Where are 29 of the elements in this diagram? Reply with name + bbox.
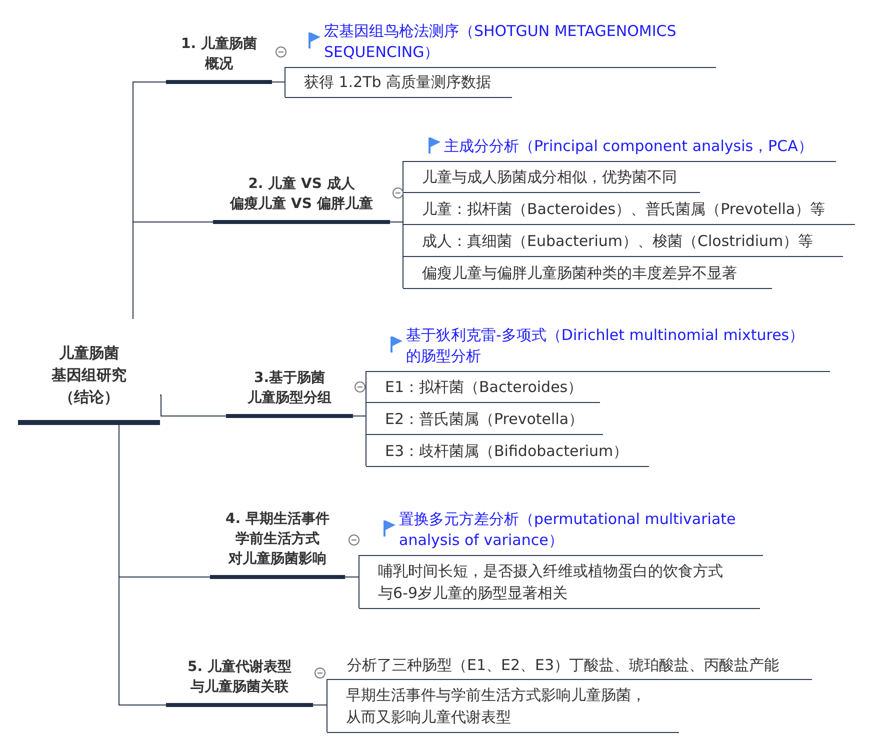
subtopic: 获得 1.2Tb 高质量测序数据 [285,67,512,98]
subtopic: 偏瘦儿童与偏胖儿童肠菌种类的丰度差异不显著 [403,257,772,289]
subtopic: E2：普氏菌属（Prevotella） [366,403,603,435]
subtopic: 分析了三种肠型（E1、E2、E3）丁酸盐、琥珀酸盐、丙酸盐产能 [327,648,812,680]
subtopic: 儿童与成人肠菌成分相似，优势菌不同 [403,161,700,193]
subtopic: E1：拟杆菌（Bacteroides） [366,371,600,403]
subtopic: E3：歧杆菌属（Bifidobacterium） [366,435,649,467]
connector-line [272,66,286,98]
topic-text: 宏基因组鸟枪法测序（SHOTGUN METAGENOMICS SEQUENCING） [324,21,678,63]
topic-text: 置换多元方差分析（permutational multivariate analysis of variance） [399,509,737,551]
subtopic: 哺乳时间长短，是否摄入纤维或植物蛋白的饮食方式与6-9岁儿童的肠型显著相关 [359,555,760,609]
connector-line [118,424,166,706]
subtopic: 早期生活事件与学前生活方式影响儿童肠菌，从而又影响儿童代谢表型 [327,679,679,733]
branch-topic: 3.基于肠菌儿童肠型分组 [226,362,353,418]
connector-line [390,160,404,288]
branch-topic: 2. 儿童 VS 成人偏瘦儿童 VS 偏胖儿童 [213,170,390,224]
connector-line [132,222,214,320]
connector-line [344,554,360,608]
topic-text: 基于狄利克雷-多项式（Dirichlet multinomial mixtures）的肠型分析 [406,325,804,367]
connector-line [160,394,226,416]
subtopic: 成人：真细菌（Eubacterium）、梭菌（Clostridium）等 [403,225,843,257]
branch-topic: 4. 早期生活事件学前生活方式对儿童肠菌影响 [210,505,345,579]
topic-text: 主成分分析（Principal component analysis，PCA） [444,136,813,157]
central-topic: 儿童肠菌基因组研究（结论） [18,319,160,425]
branch-topic: 5. 儿童代谢表型与儿童肠菌关联 [166,648,313,707]
connector-line [312,678,328,732]
subtopic: 儿童：拟杆菌（Bacteroides）、普氏菌属（Prevotella）等 [403,193,855,225]
connector-line [352,370,366,466]
branch-topic: 1. 儿童肠菌概况 [166,30,272,84]
